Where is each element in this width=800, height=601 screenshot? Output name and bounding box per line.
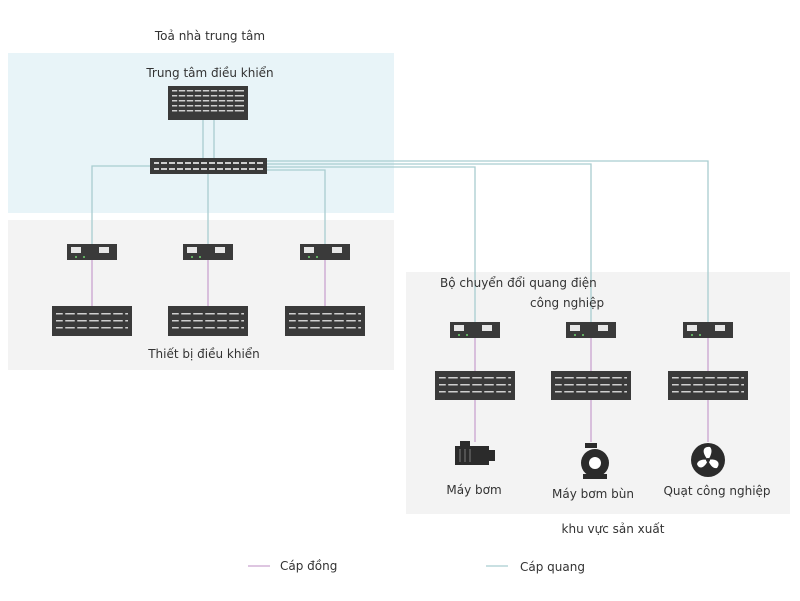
converter-label-line1: Bộ chuyển đổi quang điện bbox=[440, 276, 597, 290]
media-converter bbox=[67, 244, 117, 260]
legend-copper-label: Cáp đồng bbox=[280, 559, 338, 573]
industrial-fan-icon bbox=[691, 443, 725, 477]
controllers-label: Thiết bị điều khiển bbox=[148, 347, 260, 361]
production-controller-rack bbox=[668, 371, 748, 400]
fiber-links bbox=[91, 120, 709, 322]
control-center-label: Trung tâm điều khiển bbox=[146, 66, 274, 80]
industrial-media-converter bbox=[566, 322, 616, 338]
pump-label: Máy bơm bbox=[446, 483, 502, 497]
converter-label-line2: công nghiệp bbox=[530, 296, 605, 310]
core-switch bbox=[150, 158, 267, 174]
sludge-pump-label: Máy bơm bùn bbox=[552, 487, 634, 501]
media-converter bbox=[300, 244, 350, 260]
production-controller-rack bbox=[435, 371, 515, 400]
sludge-pump-icon bbox=[581, 443, 609, 479]
production-area-label: khu vực sản xuất bbox=[561, 522, 665, 536]
control-center-rack bbox=[168, 86, 248, 120]
controller-rack bbox=[285, 306, 365, 336]
media-converter bbox=[183, 244, 233, 260]
industrial-media-converter bbox=[683, 322, 733, 338]
production-controller-rack bbox=[551, 371, 631, 400]
industrial-media-converter bbox=[450, 322, 500, 338]
building-title: Toả nhà trung tâm bbox=[154, 29, 266, 43]
central-building-zone bbox=[8, 53, 394, 213]
controller-rack bbox=[52, 306, 132, 336]
legend-fiber-label: Cáp quang bbox=[520, 560, 585, 574]
fan-label: Quạt công nghiệp bbox=[663, 484, 771, 498]
copper-links bbox=[91, 260, 709, 442]
controller-rack bbox=[168, 306, 248, 336]
pump-motor-icon bbox=[455, 441, 495, 465]
